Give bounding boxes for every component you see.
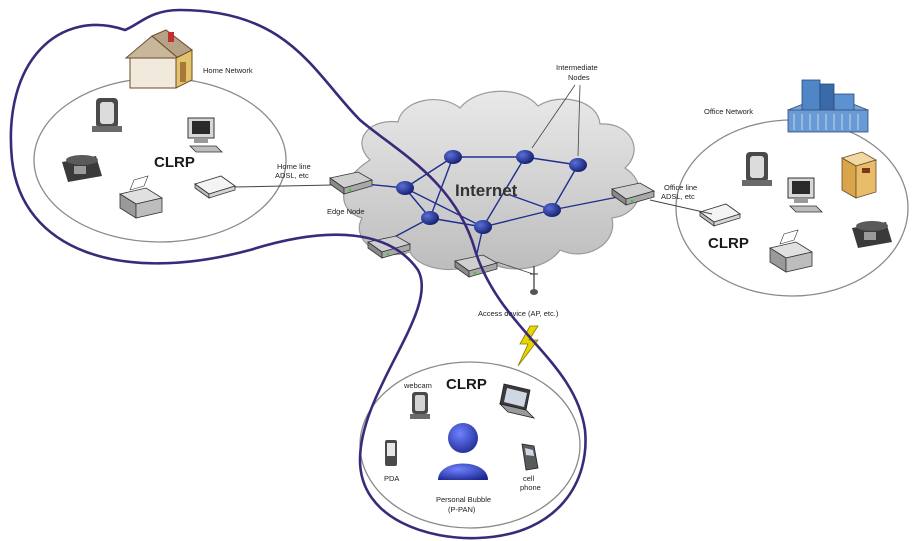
edge-routers (329, 171, 656, 278)
cell-phone-icon (521, 443, 539, 471)
network-node (543, 203, 561, 217)
personal-clrp-label: CLRP (446, 376, 487, 393)
edge-node-label: Edge Node (327, 207, 365, 216)
home-line-label-2: ADSL, etc (275, 171, 309, 180)
network-node (396, 181, 414, 195)
house-icon (124, 29, 193, 89)
webcam-label: webcam (403, 381, 432, 390)
wireless-lightning-icon (517, 325, 539, 367)
home-network-title: Home Network (203, 66, 253, 75)
office-network-title: Office Network (704, 107, 753, 116)
office-edge-router-icon (611, 182, 656, 206)
cell-phone-label-2: phone (520, 483, 541, 492)
office-line-label-1: Office line (664, 183, 697, 192)
printer-icon (768, 229, 814, 273)
webcam-icon (410, 392, 430, 419)
intermediate-nodes (396, 150, 587, 234)
pda-icon (385, 440, 397, 466)
network-node (421, 211, 439, 225)
office-network: Office Network CLRP (675, 79, 909, 297)
antenna-icon (530, 266, 538, 295)
desktop-computer-icon (787, 177, 823, 213)
telephone-icon (852, 221, 892, 248)
laptop-icon (498, 383, 536, 419)
camera-icon (742, 152, 772, 186)
network-node (516, 150, 534, 164)
office-clrp-label: CLRP (708, 235, 749, 252)
modem-icon (698, 203, 742, 227)
home-line (234, 184, 333, 188)
intermediate-label-line2: Nodes (568, 73, 590, 82)
server-icon (840, 151, 878, 199)
home-clrp-label: CLRP (154, 154, 195, 171)
office-line (649, 199, 713, 215)
network-node (444, 150, 462, 164)
internet-label: Internet (455, 181, 518, 200)
network-node (474, 220, 492, 234)
home-edge-router-icon (329, 171, 374, 195)
office-building-icon (786, 79, 870, 133)
printer-icon (118, 175, 164, 219)
personal-bubble-label-1: Personal Bubble (436, 495, 491, 504)
desktop-computer-icon (187, 117, 223, 153)
intermediate-label-line1: Intermediate (556, 63, 598, 72)
personal-network-boundary (9, 8, 587, 540)
access-device: Access device (AP, etc.) (478, 261, 559, 367)
pda-label: PDA (384, 474, 399, 483)
personal-bubble-label-2: (P-PAN) (448, 505, 476, 514)
office-line-label-2: ADSL, etc (661, 192, 695, 201)
telephone-icon (62, 155, 102, 182)
personal-bubble: CLRP webcam PDA cell phone Personal Bubb… (359, 361, 581, 529)
cell-phone-label-1: cell (523, 474, 535, 483)
camera-icon (92, 98, 122, 132)
user-figure-icon (438, 423, 488, 480)
intermediate-nodes-annotation: Intermediate Nodes (531, 63, 598, 157)
home-line-label-1: Home line (277, 162, 311, 171)
modem-icon (193, 175, 237, 199)
home-network: Home Network CLRP (33, 29, 287, 243)
access-device-label: Access device (AP, etc.) (478, 309, 559, 318)
network-node (569, 158, 587, 172)
